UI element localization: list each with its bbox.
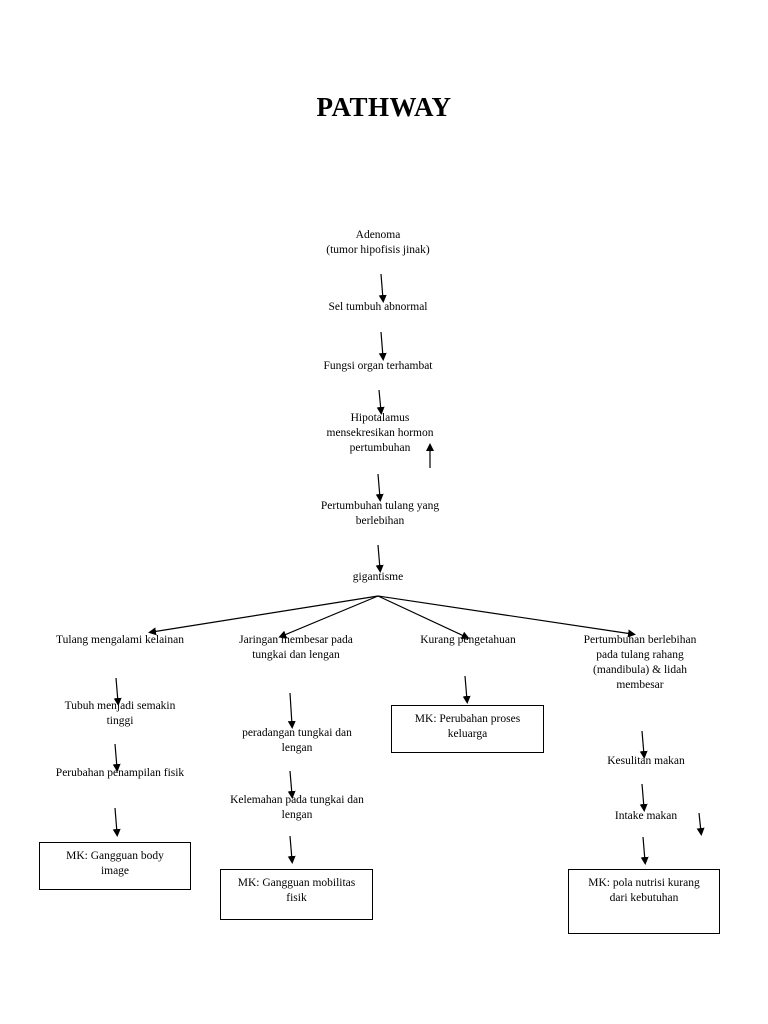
node-jaringan-membesar: Jaringan membesar pada tungkai dan lenga… xyxy=(239,634,353,661)
node-fungsi-organ: Fungsi organ terhambat xyxy=(323,360,433,372)
arrow-tubuh-to-perubahan xyxy=(112,743,121,772)
node-kesulitan-makan: Kesulitan makan xyxy=(607,755,685,767)
node-pertumbuhan-tulang: Pertumbuhan tulang yang berlebihan xyxy=(320,500,440,527)
node-kurang-pengetahuan: Kurang pengetahuan xyxy=(420,634,516,646)
node-pertumbuhan-rahang: Pertumbuhan berlebihan pada tulang rahan… xyxy=(583,634,697,691)
arrow-kesulitan-to-intake xyxy=(639,783,648,812)
arrow-gigantisme-to-kurang xyxy=(377,595,470,639)
node-tubuh-tinggi: Tubuh menjadi semakin tinggi xyxy=(64,700,176,727)
box-mk-proses-keluarga: MK: Perubahan proses keluarga xyxy=(391,705,544,753)
arrow-gigantisme-to-jaringan xyxy=(278,595,379,639)
box-mk-mobilitas: MK: Gangguan mobilitas fisik xyxy=(220,869,373,920)
node-perubahan-penampilan: Perubahan penampilan fisik xyxy=(55,767,185,779)
arrow-perubahan-to-body-image xyxy=(112,807,121,837)
arrow-tulang-to-tubuh xyxy=(113,677,122,706)
node-sel-tumbuh: Sel tumbuh abnormal xyxy=(328,301,428,313)
arrow-jaringan-to-peradangan xyxy=(287,692,296,729)
arrow-kelemahan-to-mobilitas xyxy=(287,835,296,864)
page-title: PATHWAY xyxy=(316,92,452,122)
box-mk-nutrisi: MK: pola nutrisi kurang dari kebutuhan xyxy=(568,869,720,934)
node-hipotalamus: Hipotalamus mensekresikan hormon pertumb… xyxy=(326,412,434,454)
box-mk-body-image: MK: Gangguan body image xyxy=(39,842,191,890)
node-tulang-kelainan: Tulang mengalami kelainan xyxy=(56,634,184,646)
node-kelemahan: Kelemahan pada tungkai dan lengan xyxy=(230,794,364,821)
arrow-intake-to-nutrisi xyxy=(640,836,649,865)
arrow-intake-side xyxy=(696,812,705,836)
node-adenoma: Adenoma (tumor hipofisis jinak) xyxy=(326,229,430,256)
arrow-peradangan-to-kelemahan xyxy=(287,770,296,799)
node-peradangan: peradangan tungkai dan lengan xyxy=(242,727,352,754)
arrow-fungsi-to-hipotalamus xyxy=(376,389,385,415)
arrow-kurang-to-proses xyxy=(462,675,471,704)
arrow-sel-to-fungsi xyxy=(378,331,387,361)
node-intake-makan: Intake makan xyxy=(614,810,678,822)
arrow-adenoma-to-sel xyxy=(378,273,387,303)
arrow-gigantisme-to-tulang xyxy=(148,595,379,636)
arrow-rahang-to-kesulitan xyxy=(639,730,648,759)
arrow-gigantisme-to-rahang xyxy=(377,595,636,638)
node-gigantisme: gigantisme xyxy=(352,571,404,583)
arrow-pertumbuhan-to-gigantisme xyxy=(375,544,384,573)
arrow-hipotalamus-to-pertumbuhan xyxy=(375,473,384,502)
